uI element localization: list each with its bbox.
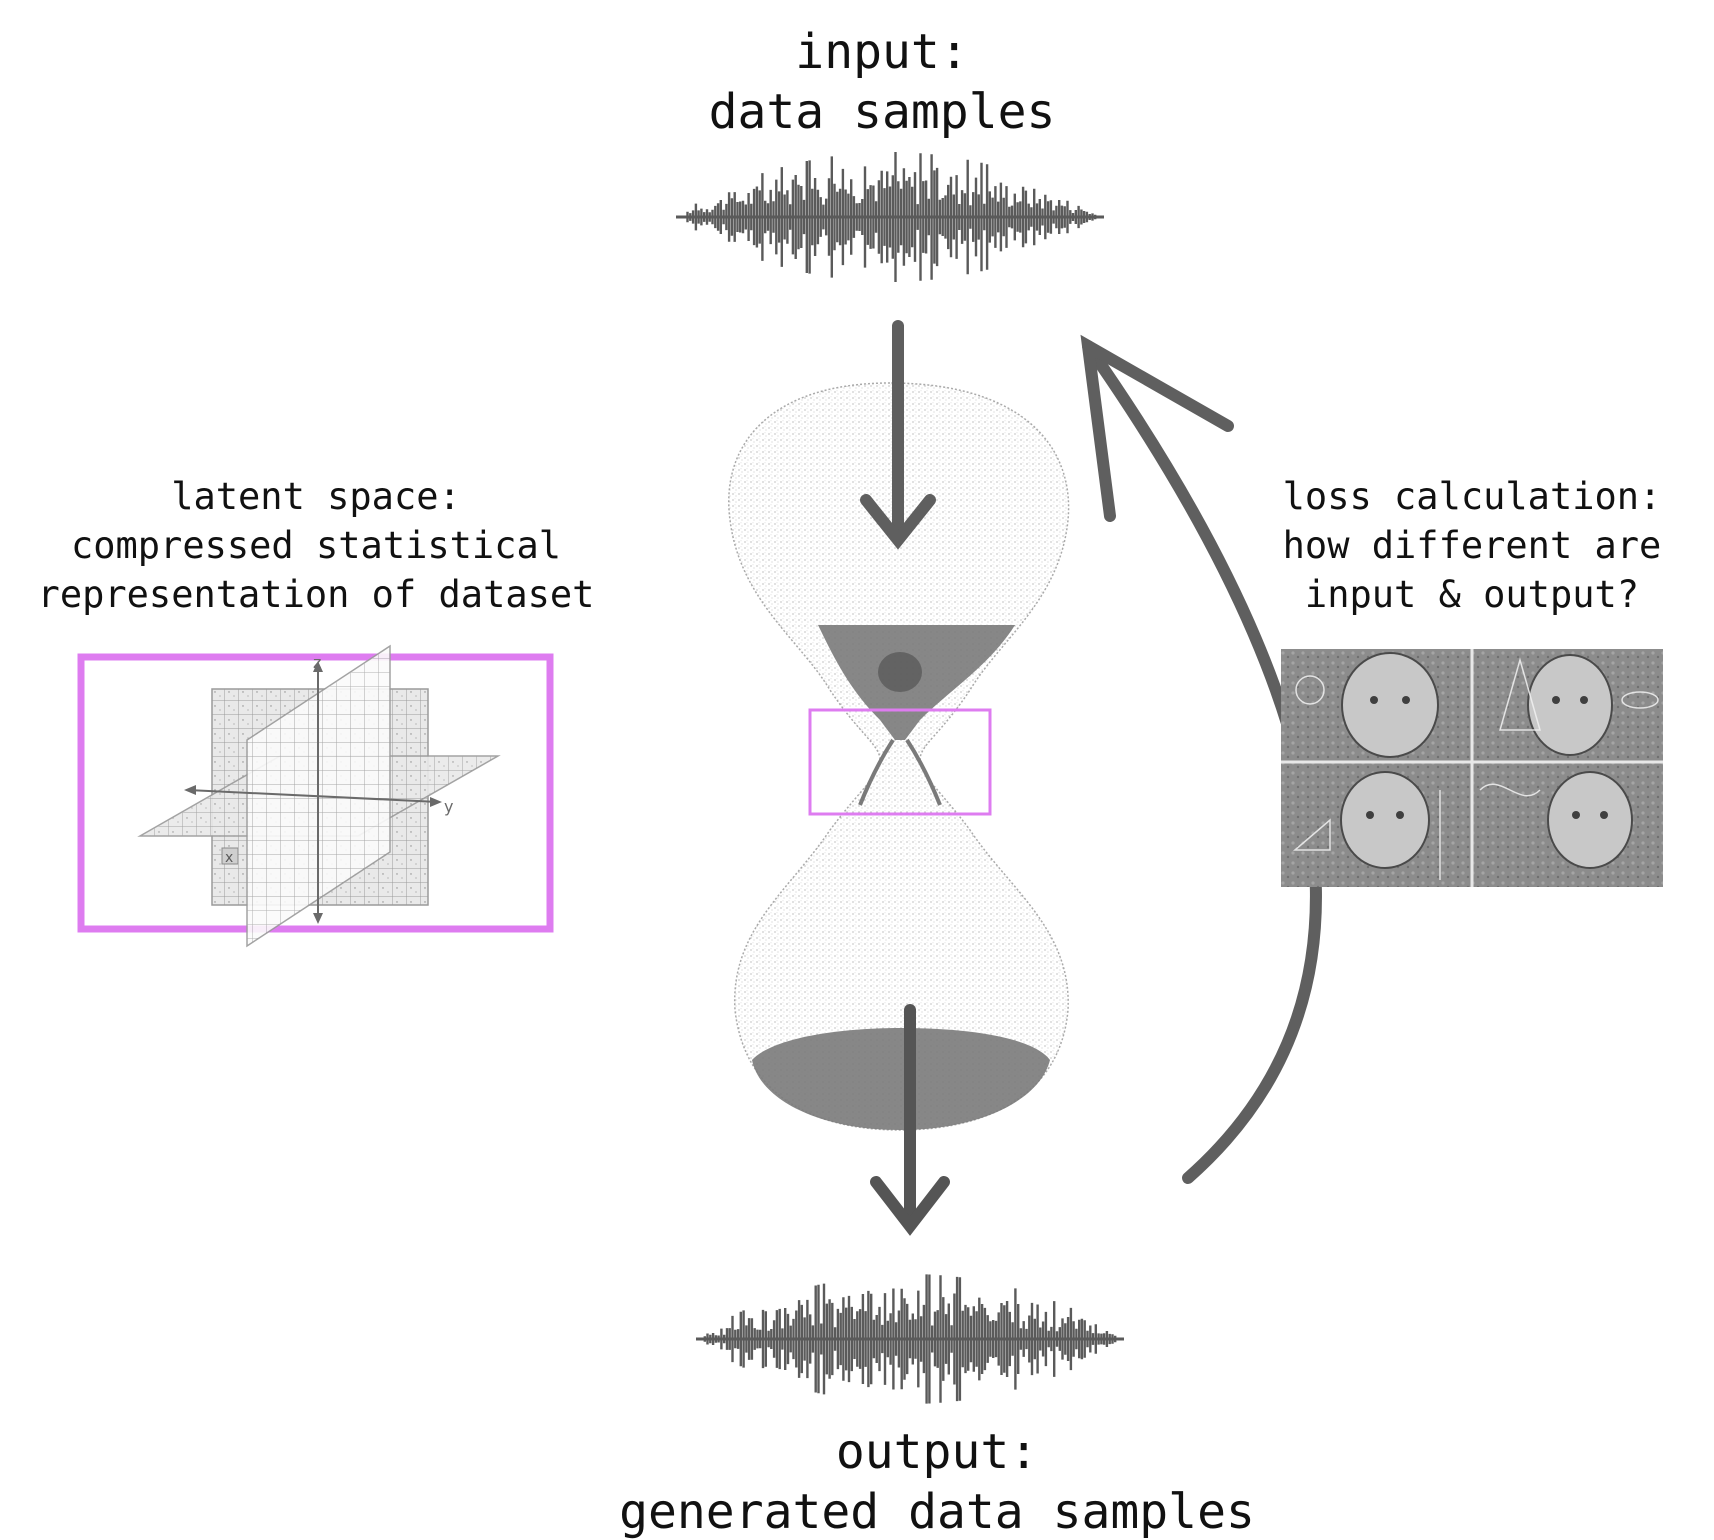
output-label: output: generated data samples [507,1428,1367,1536]
latent-space-highlight-box [77,653,554,933]
bottleneck-highlight-box [808,708,992,816]
loss-label-line3: input & output? [1304,573,1640,616]
down-arrow-input [860,320,936,550]
latent-space-label: latent space: compressed statistical rep… [0,478,632,625]
output-label-line2: generated data samples [619,1484,1255,1540]
output-label-line1: output: [835,1424,1039,1480]
latent-label-line1: latent space: [171,475,461,518]
latent-label-line2: compressed statistical [70,524,562,567]
axis-y-label: y [444,797,453,816]
down-arrow-output [870,1004,950,1236]
input-label-line1: input: [795,24,969,80]
latent-label-line3: representation of dataset [37,573,595,616]
loss-label-line1: loss calculation: [1282,475,1662,518]
input-label: input: data samples [557,28,1207,136]
loss-label-line2: how different are [1282,524,1662,567]
hourglass-icon [728,382,1070,1131]
output-waveform-icon [696,1274,1124,1404]
latent-space-figure: z y x [77,644,554,948]
axis-x-label: x [225,850,233,866]
axis-z-label: z [313,653,321,672]
input-label-line2: data samples [708,84,1056,140]
loss-calculation-label: loss calculation: how different are inpu… [1230,478,1714,625]
input-waveform-icon [676,152,1104,282]
confused-math-meme-image [1281,649,1663,887]
